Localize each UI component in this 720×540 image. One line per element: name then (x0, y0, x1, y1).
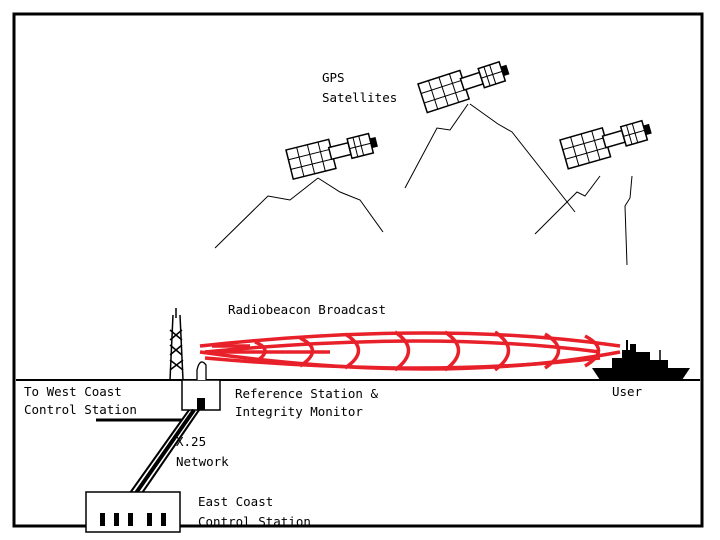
diagram-frame (12, 12, 704, 528)
user-label: User (612, 384, 643, 399)
west-coast-label-line1: To West Coast (24, 384, 122, 399)
east-coast-label-line2: Control Station (198, 514, 311, 529)
gps-label-line2: Satellites (322, 90, 397, 105)
control-station-building-icon (85, 491, 181, 533)
x25-network-link (129, 408, 200, 495)
reference-station-label-line1: Reference Station & (235, 386, 378, 401)
gps-satellite-icon (285, 131, 380, 180)
west-coast-label-line2: Control Station (24, 402, 137, 417)
gps-satellite-icon (559, 118, 654, 170)
east-coast-label-line1: East Coast (198, 494, 273, 509)
broadcast-label: Radiobeacon Broadcast (228, 302, 386, 317)
network-label-line2: Network (176, 454, 229, 469)
gps-label-line1: GPS (322, 70, 345, 85)
radiobeacon-waves (199, 330, 621, 372)
antenna-tower-icon (169, 308, 184, 381)
reference-station-label-line2: Integrity Monitor (235, 404, 363, 419)
reference-station-icon (181, 361, 221, 411)
ship-icon (592, 340, 690, 380)
gps-satellite-icon (417, 59, 512, 114)
network-label-line1: X.25 (176, 434, 206, 449)
satellite-signal-lines (214, 103, 633, 266)
